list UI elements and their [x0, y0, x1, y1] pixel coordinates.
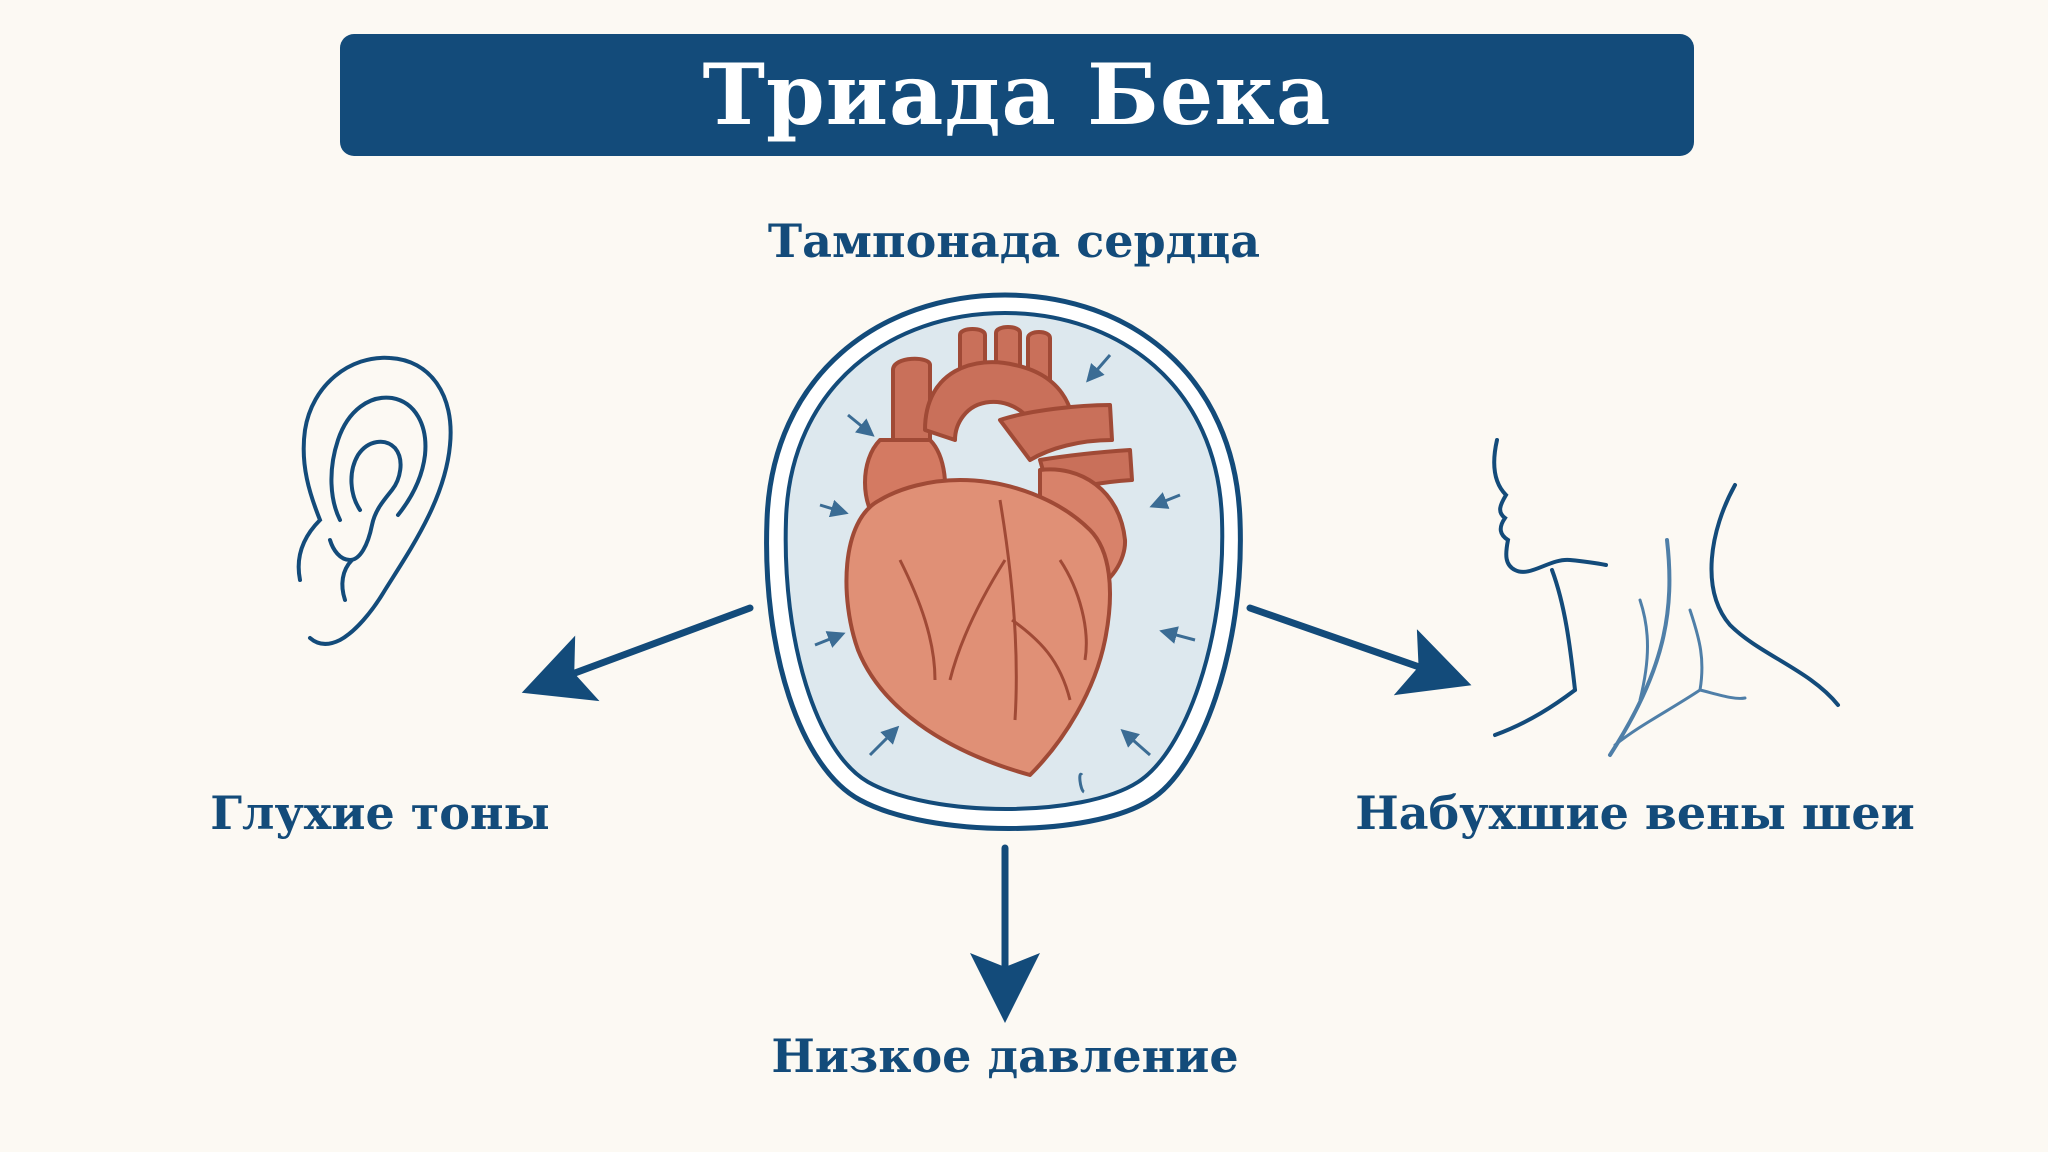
- heart-icon: [844, 325, 1134, 777]
- arrow-to-right: [1246, 604, 1472, 696]
- symptom-label-left: Глухие тоны: [210, 786, 550, 840]
- pressure-arrows: [814, 354, 1196, 794]
- connector-arrows: [521, 604, 1472, 1023]
- title-bar: Триада Бека: [340, 34, 1694, 156]
- symptom-label-right: Набухшие вены шеи: [1355, 786, 1915, 840]
- page-title: Триада Бека: [702, 45, 1332, 144]
- ear-icon: [296, 355, 453, 646]
- neck-veins-icon: [1492, 438, 1840, 757]
- arrow-to-left: [521, 604, 754, 702]
- symptom-label-bottom: Низкое давление: [771, 1029, 1239, 1083]
- center-label: Тампонада сердца: [767, 214, 1261, 268]
